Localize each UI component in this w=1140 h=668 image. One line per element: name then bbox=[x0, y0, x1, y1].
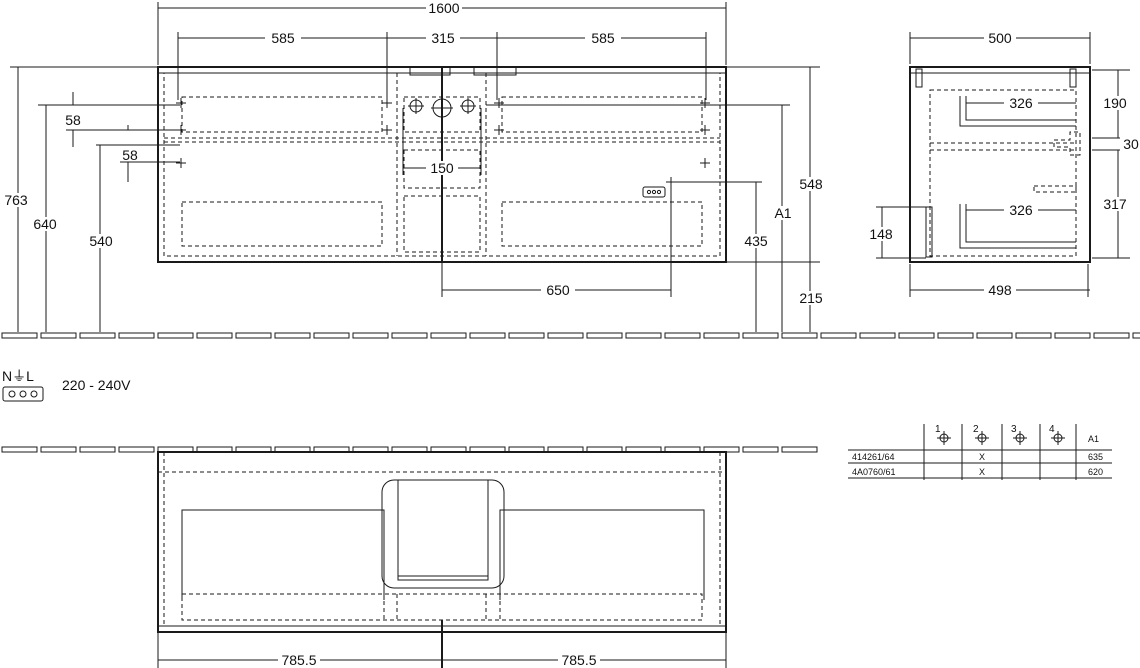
top-view: 785.5 785.5 bbox=[157, 451, 727, 668]
dim-326-upper: 326 bbox=[1009, 95, 1033, 111]
floor-tile bbox=[1015, 332, 1052, 339]
dim-585-left: 585 bbox=[271, 30, 295, 46]
lower-right-drawer bbox=[501, 201, 703, 247]
col-header-a1: A1 bbox=[1088, 434, 1099, 444]
cabinet-side-outline bbox=[909, 66, 1091, 263]
floor-tile bbox=[781, 446, 818, 453]
floor-tile bbox=[898, 332, 935, 339]
tap-position-icons bbox=[937, 431, 1065, 445]
mount-marker-crosses bbox=[176, 98, 710, 187]
dim-a1: A1 bbox=[774, 205, 791, 221]
floor-tile bbox=[274, 332, 311, 339]
front-view: 1600 585 315 585 150 650 763 640 540 58 … bbox=[2, 0, 826, 332]
power-socket-legend-icon bbox=[2, 386, 44, 402]
col-number-4: 4 bbox=[1049, 424, 1055, 435]
floor-tile bbox=[586, 332, 623, 339]
dim-763: 763 bbox=[4, 192, 28, 208]
floor-tile bbox=[469, 332, 506, 339]
floor-tile bbox=[742, 446, 779, 453]
row-1-mark-2: X bbox=[979, 452, 985, 462]
dim-435: 435 bbox=[744, 233, 768, 249]
dim-585-right: 585 bbox=[591, 30, 615, 46]
floor-tile bbox=[664, 332, 701, 339]
floor-tile bbox=[196, 332, 233, 339]
floor-tile bbox=[352, 332, 389, 339]
floor-tile bbox=[1132, 332, 1140, 339]
floor-tile bbox=[157, 332, 194, 339]
dim-650: 650 bbox=[546, 282, 570, 298]
row-2-mark-2: X bbox=[979, 467, 985, 477]
dim-500: 500 bbox=[988, 30, 1012, 46]
dim-548: 548 bbox=[799, 176, 823, 192]
row-2-code: 4A0760/61 bbox=[852, 467, 896, 477]
col-number-2: 2 bbox=[973, 424, 979, 435]
dim-150: 150 bbox=[430, 160, 454, 176]
dim-148: 148 bbox=[869, 226, 893, 242]
floor-tile bbox=[937, 332, 974, 339]
floor-tile bbox=[430, 332, 467, 339]
dim-640: 640 bbox=[33, 216, 57, 232]
floor-tile bbox=[625, 332, 662, 339]
dim-315: 315 bbox=[431, 30, 455, 46]
dim-326-lower: 326 bbox=[1009, 202, 1033, 218]
dim-785-5-right: 785.5 bbox=[561, 652, 596, 668]
upper-left-drawer bbox=[181, 96, 383, 133]
floor-tile bbox=[742, 332, 779, 339]
floor-tile bbox=[1093, 332, 1130, 339]
floor-tile bbox=[40, 446, 77, 453]
floor-tile bbox=[1054, 332, 1091, 339]
floor-tile bbox=[79, 446, 116, 453]
dim-317: 317 bbox=[1103, 196, 1127, 212]
floor-tile bbox=[859, 332, 896, 339]
front-dimension-labels: 1600 585 315 585 150 650 763 640 540 58 … bbox=[2, 0, 826, 306]
siphon-outline bbox=[1053, 131, 1081, 156]
side-dimension-labels: 500 498 326 326 190 30 317 148 bbox=[868, 30, 1140, 298]
siphon-cutout bbox=[381, 479, 505, 589]
floor-tile bbox=[1, 332, 38, 339]
floor-tile bbox=[508, 332, 545, 339]
floor-tile bbox=[1, 446, 38, 453]
cabinet-top-outline bbox=[157, 451, 727, 633]
floor-tile bbox=[703, 332, 740, 339]
voltage-label: 220 - 240V bbox=[62, 377, 131, 393]
floor-tile bbox=[781, 332, 818, 339]
floor-line-top bbox=[1, 332, 1140, 339]
floor-tile bbox=[40, 332, 77, 339]
upper-right-drawer bbox=[501, 96, 703, 133]
row-2-a1: 620 bbox=[1088, 467, 1103, 477]
floor-tile bbox=[976, 332, 1013, 339]
floor-tile bbox=[547, 332, 584, 339]
dim-1600: 1600 bbox=[428, 0, 459, 16]
floor-tile bbox=[391, 332, 428, 339]
dim-215: 215 bbox=[799, 290, 823, 306]
row-1-code: 414261/64 bbox=[852, 452, 895, 462]
floor-tile bbox=[235, 332, 272, 339]
dim-498: 498 bbox=[988, 282, 1012, 298]
dim-540: 540 bbox=[89, 233, 113, 249]
side-view: 500 498 326 326 190 30 317 148 bbox=[868, 30, 1140, 298]
lower-left-drawer bbox=[181, 201, 383, 247]
spec-table: 1 2 3 4 A1 414261/64 X 635 4A0760/61 X 6… bbox=[848, 424, 1112, 480]
dim-30: 30 bbox=[1123, 136, 1139, 152]
col-number-3: 3 bbox=[1011, 424, 1017, 435]
power-legend: N⏚L 220 - 240V bbox=[2, 368, 131, 402]
power-symbol-label: N⏚L bbox=[2, 368, 34, 384]
dim-785-5-left: 785.5 bbox=[281, 652, 316, 668]
floor-tile bbox=[118, 446, 155, 453]
floor-tile bbox=[313, 332, 350, 339]
tap-connection-icons bbox=[408, 97, 476, 119]
row-1-a1: 635 bbox=[1088, 452, 1103, 462]
dim-190: 190 bbox=[1103, 95, 1127, 111]
floor-tile bbox=[820, 332, 857, 339]
dim-58-lower: 58 bbox=[122, 147, 138, 163]
floor-tile bbox=[79, 332, 116, 339]
floor-tile bbox=[118, 332, 155, 339]
power-socket-icon bbox=[642, 186, 666, 198]
dim-58-upper: 58 bbox=[65, 112, 81, 128]
col-number-1: 1 bbox=[935, 424, 941, 435]
